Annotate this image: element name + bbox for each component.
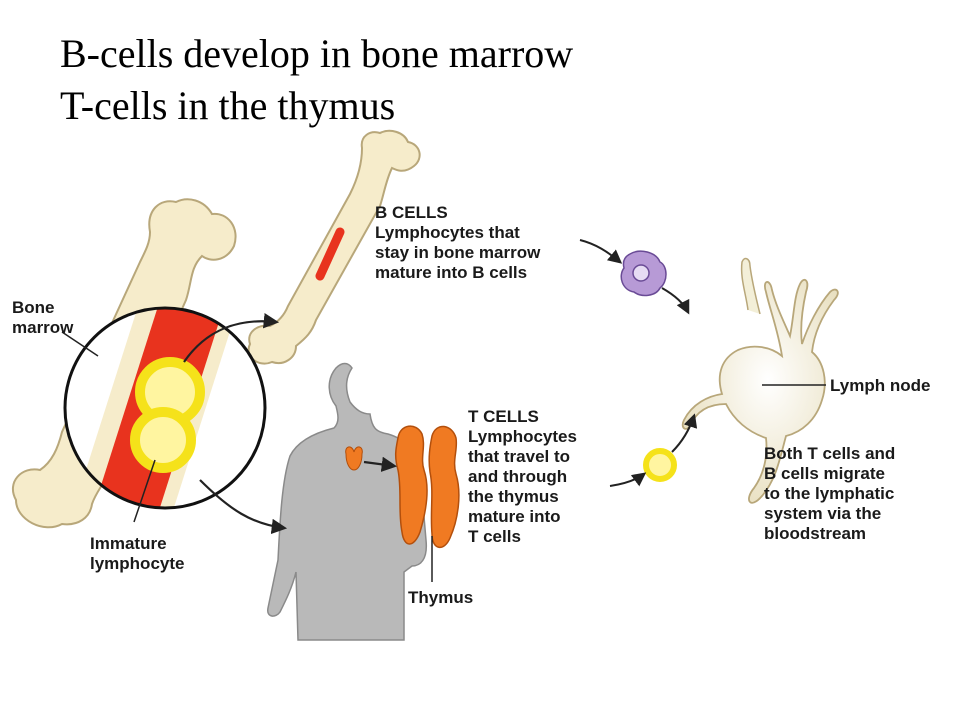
label-immature-lymphocyte-line: Immature xyxy=(90,534,167,553)
label-migration-line: B cells migrate xyxy=(764,464,885,483)
label-t-cells-line: the thymus xyxy=(468,487,559,506)
label-b-cells-line: mature into B cells xyxy=(375,263,528,282)
label-immature-lymphocyte-line: lymphocyte xyxy=(90,554,185,573)
arrow-b-cell-to-lymph-node xyxy=(661,287,690,315)
enlarged-thymus xyxy=(394,425,460,548)
label-bone-marrow: Bone marrow xyxy=(12,298,73,338)
label-lymph-node-text: Lymph node xyxy=(830,376,931,395)
label-b-cells-line: Lymphocytes that xyxy=(375,223,520,242)
small-thymus-in-body xyxy=(345,446,363,471)
b-cell xyxy=(620,250,667,297)
arrow-marrow-to-thymus xyxy=(199,479,288,535)
label-migration-line: system via the xyxy=(764,504,882,523)
label-b-cells: B CELLS Lymphocytes that stay in bone ma… xyxy=(375,203,540,283)
leader-immature-lymphocyte xyxy=(133,459,156,523)
leader-bone-marrow xyxy=(61,331,99,357)
label-b-cells-line: stay in bone marrow xyxy=(375,243,541,262)
label-t-cells: T CELLS Lymphocytes that travel to and t… xyxy=(468,407,577,547)
label-migration-line: bloodstream xyxy=(764,524,867,543)
arrow-t-cells-label-to-t-cell xyxy=(609,472,647,487)
label-migration: Both T cells and B cells migrate to the … xyxy=(764,444,895,544)
title-line-2: T-cells in the thymus xyxy=(60,83,396,128)
lymph-node xyxy=(681,257,839,504)
label-t-cells-line: T cells xyxy=(468,527,521,546)
arrow-b-cells-label-to-b-cell xyxy=(579,239,623,264)
label-thymus-text: Thymus xyxy=(408,588,474,607)
title-line-1: B-cells develop in bone marrow xyxy=(60,31,574,76)
arrow-t-cell-to-lymph-node xyxy=(671,413,698,453)
label-t-cells-line: and through xyxy=(468,467,568,486)
label-lymph-node: Lymph node xyxy=(830,376,930,396)
t-cell xyxy=(643,448,677,482)
label-t-cells-line: that travel to xyxy=(468,447,571,466)
label-migration-line: to the lymphatic xyxy=(764,484,895,503)
label-bone-marrow-line: Bone xyxy=(12,298,55,317)
label-b-cells-line: B CELLS xyxy=(375,203,448,222)
small-bone-marrow-strip xyxy=(315,227,345,281)
immature-lymphocyte-lower xyxy=(130,407,196,473)
label-t-cells-line: Lymphocytes xyxy=(468,427,577,446)
slide-title: B-cells develop in bone marrow T-cells i… xyxy=(60,28,573,132)
arrow-marrow-to-small-bone xyxy=(183,313,280,363)
human-body-silhouette xyxy=(267,362,428,641)
label-bone-marrow-line: marrow xyxy=(12,318,74,337)
label-t-cells-line: mature into xyxy=(468,507,561,526)
label-migration-line: Both T cells and xyxy=(764,444,896,463)
label-t-cells-line: T CELLS xyxy=(468,407,539,426)
arrow-body-to-enlarged-thymus xyxy=(363,456,398,473)
label-thymus: Thymus xyxy=(408,588,473,608)
label-immature-lymphocyte: Immature lymphocyte xyxy=(90,534,184,574)
